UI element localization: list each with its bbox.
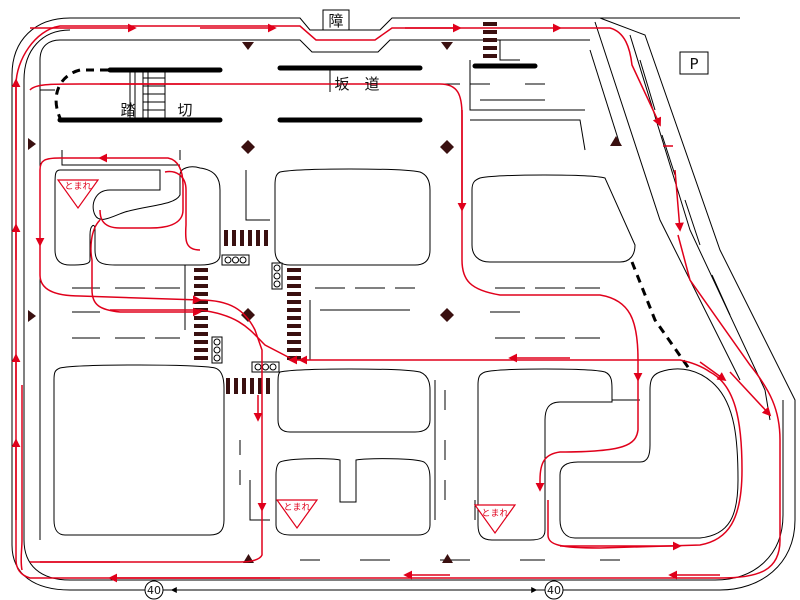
blocks [53,166,739,541]
road-edges [39,39,640,540]
diamond-marker-icon [241,140,255,154]
dashed-lines [54,68,692,371]
red-route [11,23,781,583]
diamond-marker-icon [440,308,454,322]
parking-label: P [689,55,698,73]
block-center-top [274,168,431,266]
stop-signs: とまれ とまれ とまれ [56,179,517,535]
obstacle-label: 障 [328,12,343,30]
block-s-curve [54,166,221,266]
parking-box [679,51,709,75]
stop-sign-icon: とまれ [56,179,100,210]
crosswalks [194,22,497,394]
stop-sign-icon: とまれ [275,499,319,530]
rail-tracks [129,70,331,118]
traffic-light-icon [221,254,250,266]
slope-label-right: 道 [364,75,379,93]
crosswalk-icon [224,230,268,246]
traffic-lights [211,254,283,373]
speed-limit-right-value: 40 [547,584,561,597]
triangle-marker-icon [610,136,622,146]
thick-bars [57,63,538,123]
block-center-bottom [275,458,431,536]
triangle-marker-icon [441,42,453,50]
stop-sign-text: とまれ [481,508,508,519]
triangle-marker-icon [28,138,36,150]
slope-label-left: 坂 [334,75,349,93]
block-center-mid [277,368,431,433]
speed-limit-icon: 40 [144,580,164,600]
triangle-marker-icon [242,42,254,50]
block-right-top [471,174,636,263]
obstacle-box [322,9,350,31]
crossing-label-left: 踏 [120,101,135,119]
text-labels: 障 P 坂 道 踏 切 [120,9,709,119]
block-right-bottom [477,368,613,541]
triangle-marker-icon [442,554,453,563]
crosswalk-icon [287,268,301,360]
stop-sign-text: とまれ [64,181,91,192]
crossing-label-right: 切 [177,101,192,119]
speed-limit-icon: 40 [544,580,564,600]
crosswalk-icon [483,22,497,58]
markers [28,42,622,563]
speed-limit-left-value: 40 [147,584,161,597]
traffic-light-icon [211,336,223,364]
speed-limit: 40 40 [144,580,564,600]
triangle-marker-icon [28,310,36,322]
diamond-marker-icon [241,308,255,322]
traffic-light-icon [271,262,283,290]
block-right-curve [559,368,739,539]
traffic-light-icon [251,361,280,373]
crosswalk-icon [226,378,270,394]
stop-sign-icon: とまれ [473,504,517,535]
block-big-left [53,364,225,536]
diamond-marker-icon [440,140,454,154]
crosswalk-icon [194,268,208,360]
stop-sign-text: とまれ [283,502,310,513]
